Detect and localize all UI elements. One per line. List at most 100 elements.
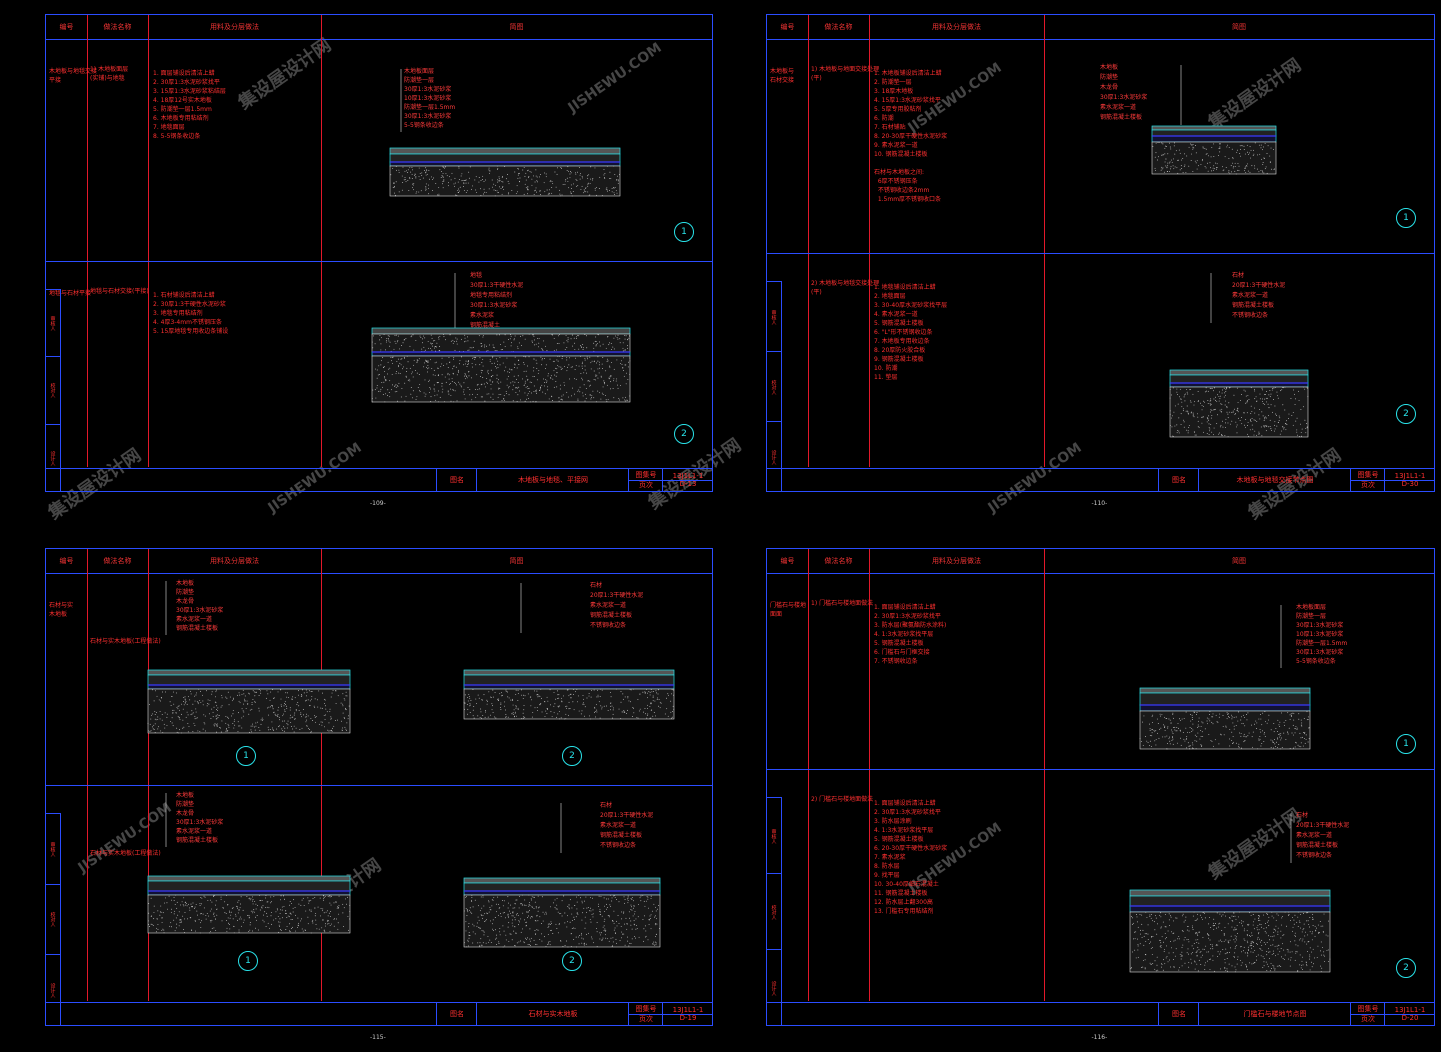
hatch-dot	[625, 350, 626, 351]
hatch-dot	[1192, 747, 1193, 748]
hatch-dot	[1170, 915, 1171, 916]
hatch-dot	[610, 895, 611, 896]
hatch-dot	[1171, 947, 1172, 948]
hatch-dot	[497, 169, 498, 170]
hatch-dot	[630, 701, 631, 702]
hatch-dot	[593, 348, 594, 349]
hatch-dot	[535, 934, 536, 935]
hatch-dot	[1158, 142, 1159, 143]
hatch-dot	[335, 690, 336, 691]
hatch-dot	[1261, 743, 1262, 744]
hatch-dot	[1246, 967, 1247, 968]
hatch-dot	[1261, 724, 1262, 725]
hatch-dot	[265, 895, 266, 896]
hatch-dot	[197, 730, 198, 731]
hatch-dot	[226, 920, 227, 921]
hatch-dot	[1182, 945, 1183, 946]
hatch-dot	[582, 710, 583, 711]
hatch-dot	[539, 390, 540, 391]
hatch-dot	[1181, 402, 1182, 403]
hatch-dot	[1219, 398, 1220, 399]
hatch-dot	[630, 921, 631, 922]
hatch-dot	[1223, 170, 1224, 171]
hatch-dot	[1178, 160, 1179, 161]
hatch-dot	[576, 180, 577, 181]
hatch-dot	[554, 370, 555, 371]
hatch-dot	[1262, 164, 1263, 165]
hatch-dot	[1161, 967, 1162, 968]
hatch-dot	[177, 902, 178, 903]
hatch-dot	[1229, 412, 1230, 413]
hatch-dot	[501, 692, 502, 693]
hatch-dot	[1190, 745, 1191, 746]
page-code: D-30	[1402, 480, 1419, 488]
hatch-dot	[1297, 418, 1298, 419]
hatch-dot	[481, 396, 482, 397]
hatch-dot	[1258, 719, 1259, 720]
hatch-dot	[550, 944, 551, 945]
hatch-dot	[396, 181, 397, 182]
hatch-dot	[338, 922, 339, 923]
hatch-dot	[1253, 154, 1254, 155]
hatch-dot	[217, 723, 218, 724]
hatch-dot	[314, 897, 315, 898]
hatch-dot	[1196, 152, 1197, 153]
hatch-dot	[1172, 415, 1173, 416]
hatch-dot	[525, 173, 526, 174]
hatch-dot	[443, 179, 444, 180]
hatch-dot	[633, 908, 634, 909]
hatch-dot	[1159, 940, 1160, 941]
hatch-dot	[489, 907, 490, 908]
hatch-dot	[1210, 424, 1211, 425]
hatch-dot	[541, 923, 542, 924]
hatch-dot	[465, 338, 466, 339]
hatch-dot	[1221, 411, 1222, 412]
hatch-dot	[1134, 932, 1135, 933]
floor-section-8	[464, 878, 660, 949]
hatch-dot	[586, 335, 587, 336]
hatch-dot	[1274, 929, 1275, 930]
hatch-dot	[1180, 389, 1181, 390]
hatch-dot	[484, 181, 485, 182]
hatch-dot	[545, 716, 546, 717]
hatch-dot	[228, 692, 229, 693]
hatch-dot	[545, 711, 546, 712]
hatch-dot	[285, 910, 286, 911]
hatch-dot	[1308, 719, 1309, 720]
hatch-dot	[399, 172, 400, 173]
hatch-dot	[653, 904, 654, 905]
hatch-dot	[580, 179, 581, 180]
hatch-dot	[1216, 715, 1217, 716]
hatch-dot	[578, 335, 579, 336]
hatch-dot	[185, 696, 186, 697]
hatch-dot	[1207, 163, 1208, 164]
hatch-dot	[167, 725, 168, 726]
hatch-dot	[1233, 742, 1234, 743]
hatch-dot	[609, 367, 610, 368]
hatch-dot	[551, 193, 552, 194]
hatch-dot	[1169, 143, 1170, 144]
hatch-dot	[602, 357, 603, 358]
hatch-dot	[401, 364, 402, 365]
hatch-dot	[1308, 924, 1309, 925]
hatch-dot	[532, 896, 533, 897]
hatch-dot	[255, 904, 256, 905]
hatch-dot	[1266, 430, 1267, 431]
hatch-dot	[175, 930, 176, 931]
hatch-dot	[1277, 931, 1278, 932]
hatch-dot	[324, 912, 325, 913]
hatch-dot	[491, 384, 492, 385]
hatch-dot	[450, 383, 451, 384]
hatch-dot	[288, 916, 289, 917]
hatch-dot	[252, 912, 253, 913]
hatch-dot	[539, 176, 540, 177]
hatch-dot	[590, 919, 591, 920]
hatch-dot	[502, 349, 503, 350]
hatch-dot	[633, 712, 634, 713]
hatch-dot	[530, 918, 531, 919]
hatch-dot	[262, 718, 263, 719]
hatch-dot	[295, 907, 296, 908]
hatch-dot	[467, 911, 468, 912]
hatch-dot	[528, 189, 529, 190]
hatch-dot	[590, 908, 591, 909]
